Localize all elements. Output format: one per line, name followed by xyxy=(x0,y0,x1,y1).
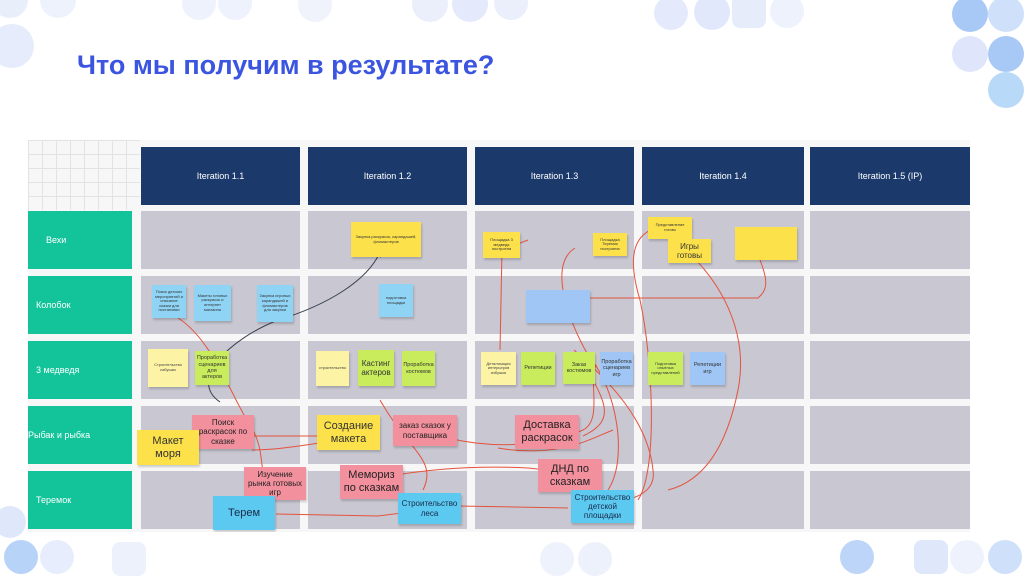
note-kolobok-poisk[interactable]: Поиск детских мероприятий и описание ска… xyxy=(152,285,186,318)
note-stroitelstvo-detskoy-ploschadki[interactable]: Строительство детской площадки xyxy=(571,490,634,523)
note-predstavlenie-gotovo[interactable]: Представление готово xyxy=(648,217,692,239)
note-izuchenie-rynka[interactable]: Изучение рынка готовых игр xyxy=(244,467,306,500)
lane-header-teremok: Теремок xyxy=(28,471,132,529)
lane-header-3-medvedya: 3 медведя xyxy=(28,341,132,399)
board-cell xyxy=(810,406,970,464)
note-memoriz-po-skazkam[interactable]: Мемориз по сказкам xyxy=(340,465,403,499)
note-sozdanie-maketa[interactable]: Создание макета xyxy=(317,415,380,450)
note-zakupka[interactable]: Закупка раскрасок, карандашей, фломастер… xyxy=(351,222,421,257)
iteration-header-1-1: Iteration 1.1 xyxy=(141,147,300,205)
note-zakaz-kostumov[interactable]: Заказ костюмов xyxy=(563,352,595,384)
board-cell xyxy=(810,211,970,269)
board-cell xyxy=(642,276,804,334)
iteration-header-1-4: Iteration 1.4 xyxy=(642,147,804,205)
board-cell xyxy=(642,471,804,529)
note-ploschadka-teremok[interactable]: Площадка Теремок построена xyxy=(593,233,627,256)
note-zakaz-skazok[interactable]: заказ сказок у поставщика xyxy=(393,415,457,446)
note-prorabotka-scenariev-akterov[interactable]: Проработка сценариев для актеров xyxy=(195,351,229,385)
lane-header-rybak-i-rybka: Рыбак и рыбка xyxy=(28,406,132,464)
note-kasting-akterov[interactable]: Кастинг актеров xyxy=(358,350,394,386)
kanban-board[interactable]: Iteration 1.1 Iteration 1.2 Iteration 1.… xyxy=(28,140,970,532)
board-cell xyxy=(810,276,970,334)
note-dnd-po-skazkam[interactable]: ДНД по сказкам xyxy=(538,459,602,492)
board-cell xyxy=(810,471,970,529)
note-kolobok-zakupka[interactable]: Закупка игровых карандашей и фломастеров… xyxy=(257,285,293,322)
note-stroitelstvo-lesa[interactable]: Строительство леса xyxy=(398,493,461,524)
lane-header-vekhi: Вехи xyxy=(28,211,132,269)
note-poisk-raskrasok[interactable]: Поиск раскрасок по сказке xyxy=(192,415,254,449)
lane-header-kolobok: Колобок xyxy=(28,276,132,334)
note-detalizatsiya[interactable]: Детализация интерьеров избушки xyxy=(481,352,516,385)
note-igry-gotovy[interactable]: Игры готовы xyxy=(668,239,711,263)
note-terem[interactable]: Терем xyxy=(213,496,275,530)
board-cell xyxy=(141,211,300,269)
note-podgotovka-opytnyh[interactable]: Подготовка опытных представлений xyxy=(648,352,683,385)
note-repetitsii[interactable]: Репетиции xyxy=(521,352,555,385)
board-grid-corner xyxy=(28,140,140,210)
iteration-header-1-2: Iteration 1.2 xyxy=(308,147,467,205)
board-cell xyxy=(810,341,970,399)
note-repetitsii-igr[interactable]: Репетиции игр xyxy=(690,352,725,385)
note-maket-morya[interactable]: Макет моря xyxy=(137,430,199,465)
note-prorabotka-kostumov[interactable]: Проработка костюмов xyxy=(402,351,435,386)
note-stroitelstvo-izbushki[interactable]: Строительство избушки xyxy=(148,349,188,387)
note-dostavka-raskrasok[interactable]: Доставка раскрасок xyxy=(515,415,579,449)
note-stroitelstvo[interactable]: строительство xyxy=(316,351,349,386)
note-prorabotka-scenariev-igr[interactable]: Проработка сценариев игр xyxy=(600,352,633,385)
iteration-header-1-3: Iteration 1.3 xyxy=(475,147,634,205)
note-kolobok-makety[interactable]: Макеты готовых раскрасок и интернет мага… xyxy=(194,285,231,321)
note-blank-yellow[interactable] xyxy=(735,227,797,260)
slide-title: Что мы получим в результате? xyxy=(77,50,495,80)
note-blank-blue[interactable] xyxy=(526,290,590,323)
dependency-lines xyxy=(177,224,767,517)
iteration-header-1-5-ip: Iteration 1.5 (IP) xyxy=(810,147,970,205)
board-cell xyxy=(642,406,804,464)
note-podgotovka-ploschadki[interactable]: подготовка площадки xyxy=(379,284,413,317)
note-ploschadka-3-medvedya[interactable]: Площадка 3 медведя построена xyxy=(483,232,520,258)
